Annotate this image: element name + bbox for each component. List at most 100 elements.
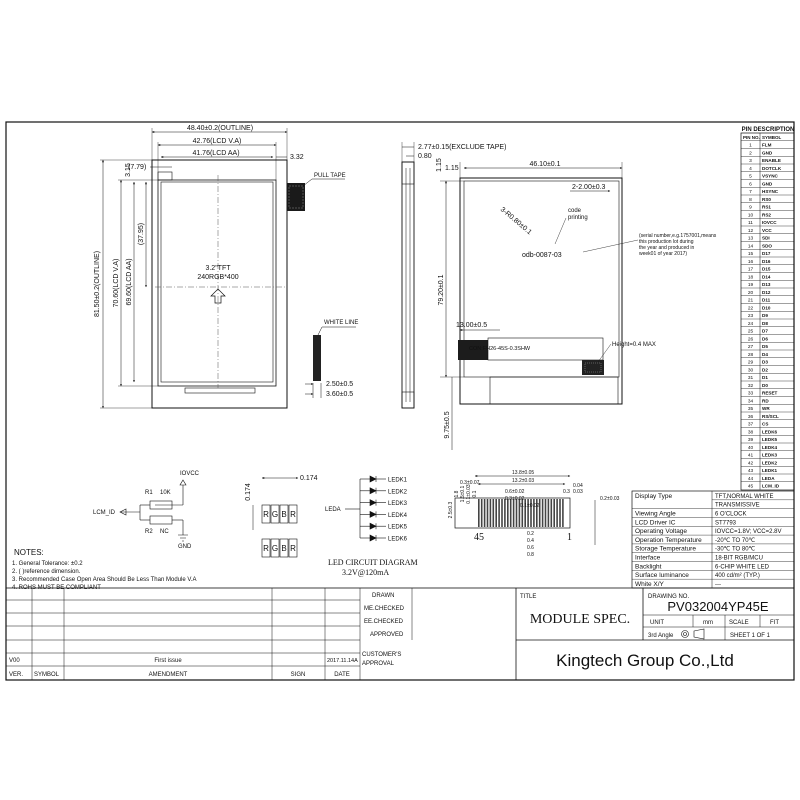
pin-number: 2 <box>749 150 752 156</box>
title-block-frame <box>5 587 795 681</box>
pin-number: 27 <box>748 344 754 350</box>
hdr-date: DATE <box>334 672 350 678</box>
lcm-id-circuit: IOVCC R1 10K LCM_ID R2 NC GND <box>93 471 200 550</box>
back-width-label: 46.10±0.1 <box>529 161 560 168</box>
pin-symbol: RS0 <box>762 197 771 202</box>
unit-value: mm <box>703 620 713 626</box>
radius-label: 3-R0.80±0.1 <box>499 206 533 236</box>
spec-value: 18-BIT RGB/MCU <box>715 556 763 562</box>
pin-number: 24 <box>748 321 754 327</box>
fpc-dim-right-2: 0.03 <box>573 489 583 495</box>
resolution-label: 240RGB*400 <box>197 274 238 281</box>
pin-header-symbol: SYMBOL <box>762 135 782 140</box>
pixel-cell <box>261 504 271 524</box>
led-label: LEDK2 <box>388 489 408 495</box>
fpc-pin <box>533 499 535 527</box>
fpc-dim-left-2: 0.3±0.02 <box>505 496 525 502</box>
pin-symbol: RS2 <box>762 212 771 217</box>
customer-approval-1: CUSTOMER'S <box>362 652 401 658</box>
pin-symbol: D4 <box>762 352 768 357</box>
led-diode-icon <box>369 534 377 542</box>
pin-number: 5 <box>749 174 752 180</box>
spec-label: Storage Temperature <box>635 546 696 553</box>
pin-symbol: D0 <box>762 383 768 388</box>
corner-label: 2-2.00±0.3 <box>572 184 606 191</box>
spec-value: 6 O'CLOCK <box>715 511 747 517</box>
pixel-top-dim-label: 0.174 <box>300 475 318 482</box>
led-label: LEDK6 <box>388 537 408 543</box>
pull-tape-inner <box>288 185 304 209</box>
spec-value: -20℃ TO 70℃ <box>715 538 756 544</box>
fpc-pin <box>544 499 547 527</box>
title-label: TITLE <box>520 594 536 600</box>
lcm-id-arrow-icon <box>119 508 127 516</box>
spec-value: 6-CHIP WHITE LED <box>715 564 770 570</box>
gnd-label: GND <box>178 544 192 550</box>
fpc-pin <box>538 499 541 527</box>
fpc-dim-left-1: 0.6±0.02 <box>505 489 525 495</box>
pixel-cell <box>288 538 298 558</box>
note-1: 1. General Tolerance: ±0.2 <box>12 561 83 567</box>
fpc-pin <box>530 499 532 527</box>
spec-value: IOVCC=1.8V; VCC=2.8V <box>715 529 781 535</box>
fpc-dim-top-1: 13.2±0.03 <box>512 478 534 484</box>
pin-symbol: D6 <box>762 336 768 341</box>
front-outline <box>151 159 288 409</box>
led-circuit-title: LED CIRCUIT DIAGRAM <box>328 558 418 567</box>
fpc-pin <box>547 499 550 527</box>
pin-symbol: HSYNC <box>762 189 779 194</box>
drawing-no-label: DRAWING NO. <box>648 594 689 600</box>
fpc-pin <box>478 499 480 527</box>
fpc-dim-bottom-1: 0.4 <box>527 538 534 544</box>
pin-symbol: WR <box>762 406 770 411</box>
company-name: Kingtech Group Co.,Ltd <box>556 651 734 670</box>
fpc-pin <box>536 499 538 527</box>
pin-number: 21 <box>748 298 754 304</box>
fpc-pin <box>524 499 526 527</box>
led-diode-icon <box>369 499 377 507</box>
va-width-label: 42.76(LCD V.A) <box>193 138 242 145</box>
fpc-pin <box>518 499 521 527</box>
spec-label: Interface <box>635 555 661 562</box>
pin-header-no: PIN NO. <box>743 135 760 140</box>
fpc-pins <box>478 499 564 527</box>
front-aa <box>160 181 274 383</box>
code-printing-2: printing <box>568 215 588 221</box>
fpc-pin <box>556 499 558 527</box>
pixel-cell-label: R <box>263 510 269 519</box>
led-label: LEDK3 <box>388 501 408 507</box>
pin-number: 39 <box>748 437 754 443</box>
pixel-cell-label: R <box>290 544 296 553</box>
fpc-pin <box>501 499 503 527</box>
serial-note-1: (serial number,e.g.1757001,means <box>639 233 717 239</box>
pin-number: 8 <box>749 197 752 203</box>
spec-value: TRANSMISSIVE <box>715 503 760 509</box>
pin-symbol: D1 <box>762 375 768 380</box>
fpc-pin-last: 45 <box>474 532 484 543</box>
fpc-pin <box>504 499 506 527</box>
r1-label: R1 <box>145 490 153 496</box>
iovcc-arrow-icon <box>179 479 187 486</box>
r2-label: R2 <box>145 529 153 535</box>
spec-value: ST7793 <box>715 520 737 526</box>
pin-symbol: D17 <box>762 251 771 256</box>
pin-number: 37 <box>748 422 754 428</box>
pixel-cell <box>288 504 298 524</box>
pin-number: 22 <box>748 305 754 311</box>
hdr-amendment: AMENDMENT <box>149 672 188 678</box>
led-diode-icon <box>369 522 377 530</box>
pin-number: 12 <box>748 228 754 234</box>
fpc-dim-bottom-0: 0.2 <box>527 531 534 537</box>
spec-value: TFT,NORMAL WHITE <box>715 494 773 500</box>
pixel-cell-label: B <box>281 510 286 519</box>
fpc-pin <box>480 499 483 527</box>
hdr-symbol: SYMBOL <box>34 672 60 678</box>
connector-offset-label: 13.00±0.5 <box>456 322 487 329</box>
fpc-dim-right-3: 0.2±0.03 <box>600 496 620 502</box>
pin-symbol: D16 <box>762 259 771 264</box>
pin-number: 15 <box>748 251 754 257</box>
pixel-cell-label: B <box>281 544 286 553</box>
left-gap-label: (7.79) <box>128 164 146 171</box>
